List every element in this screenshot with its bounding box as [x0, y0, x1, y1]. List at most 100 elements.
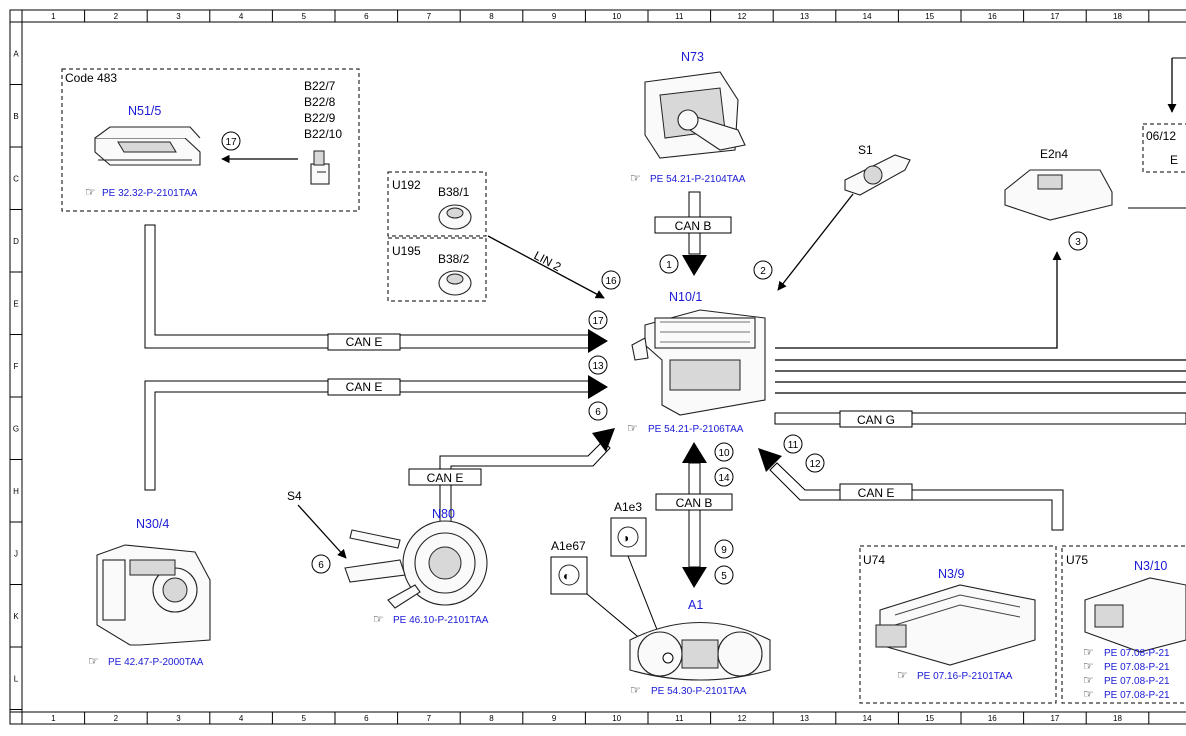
svg-text:13: 13 [592, 361, 604, 372]
grid-column-label: 4 [239, 12, 244, 21]
component-label-b38-2: B38/2 [438, 252, 470, 266]
svg-text:PE 07.16-P-2101TAA: PE 07.16-P-2101TAA [917, 671, 1013, 682]
group-u75: U75 N3/10 ☞ PE 07.08-P-21 ☞ PE 07.08-P-2… [1061, 545, 1186, 704]
component-label-n51-5: N51/5 [128, 104, 161, 118]
component-label-n30-4: N30/4 [136, 517, 169, 531]
ref-n80: ☞ PE 46.10-P-2101TAA [373, 612, 489, 626]
group-u192-u195: U192 B38/1 U195 B38/2 [387, 171, 487, 302]
grid-column-label: 12 [737, 12, 746, 21]
grid-column-label: 5 [301, 714, 306, 723]
grid-column-label: 6 [364, 12, 369, 21]
grid-column-label: 15 [925, 714, 934, 723]
grid-row-label: D [13, 237, 19, 246]
callout-3: 3 [1068, 231, 1088, 251]
grid-row-label: J [14, 549, 18, 558]
svg-text:5: 5 [721, 571, 727, 582]
svg-text:16: 16 [605, 276, 617, 287]
grid-row-label: A [13, 49, 19, 58]
grid-column-label: 8 [489, 12, 494, 21]
grid-column-label: 16 [988, 714, 997, 723]
callout-6-right: 6 [588, 401, 608, 421]
b38-2-sensor [438, 270, 472, 296]
ref-n3-9: ☞ PE 07.16-P-2101TAA [897, 668, 1013, 682]
grid-column-label: 18 [1113, 12, 1122, 21]
grid-row-label: L [14, 674, 19, 683]
ref-n73: ☞ PE 54.21-P-2104TAA [630, 171, 746, 185]
connector-label-b22-8: B22/8 [304, 95, 336, 109]
ref-hand-icon: ☞ [1083, 687, 1094, 701]
n3-10-engine-ecu [1084, 577, 1186, 653]
grid-column-label: 10 [612, 12, 621, 21]
group-label-u195: U195 [392, 244, 421, 258]
callout-10: 10 [714, 442, 734, 462]
group-label-u192: U192 [392, 178, 421, 192]
grid-row-label: B [13, 112, 18, 121]
component-label-n80: N80 [432, 507, 455, 521]
grid-column-label: 3 [176, 12, 181, 21]
ref-hand-icon: ☞ [630, 683, 641, 697]
callout-5: 5 [714, 565, 734, 585]
component-label-a1: A1 [688, 598, 703, 612]
ref-a1: ☞ PE 54.30-P-2101TAA [630, 683, 747, 697]
callout-6-left: 6 [311, 554, 331, 574]
bus-label-can-g: CAN G [857, 413, 895, 427]
right-partial-title: 06/12 [1146, 129, 1176, 143]
callout-17: 17 [588, 310, 608, 330]
grid-column-label: 11 [675, 12, 684, 21]
ref-n10-1: ☞ PE 54.21-P-2106TAA [627, 421, 744, 435]
component-label-e2n4: E2n4 [1040, 147, 1068, 161]
light-icon: ◐ [563, 569, 570, 583]
ref-n51-5: ☞ PE 32.32-P-2101TAA [85, 185, 198, 199]
svg-text:PE 54.21-P-2104TAA: PE 54.21-P-2104TAA [650, 174, 746, 185]
svg-text:PE 54.21-P-2106TAA: PE 54.21-P-2106TAA [648, 424, 744, 435]
bus-label-can-e-2: CAN E [346, 380, 383, 394]
svg-text:9: 9 [721, 545, 727, 556]
ref-hand-icon: ☞ [897, 668, 908, 682]
svg-text:1: 1 [666, 260, 672, 271]
svg-text:6: 6 [318, 560, 324, 571]
svg-text:PE 42.47-P-2000TAA: PE 42.47-P-2000TAA [108, 657, 204, 668]
grid-column-label: 13 [800, 714, 809, 723]
bus-label-can-b-top: CAN B [675, 219, 712, 233]
grid-column-label: 11 [675, 714, 684, 723]
callout-13: 13 [588, 355, 608, 375]
grid-column-label: 7 [427, 714, 432, 723]
bus-label-can-e-4: CAN E [858, 486, 895, 500]
svg-text:10: 10 [718, 448, 730, 459]
svg-text:PE 07.08-P-21: PE 07.08-P-21 [1104, 648, 1170, 659]
ref-hand-icon: ☞ [373, 612, 384, 626]
n51-5-module [94, 126, 201, 166]
grid-column-label: 17 [1050, 12, 1059, 21]
svg-text:PE 07.08-P-21: PE 07.08-P-21 [1104, 676, 1170, 687]
grid-frame: 1122334455667788991010111112121313141415… [9, 9, 1186, 725]
ref-hand-icon: ☞ [85, 185, 96, 199]
bus-label-can-b-bottom: CAN B [676, 496, 713, 510]
grid-column-label: 13 [800, 12, 809, 21]
grid-column-label: 12 [737, 714, 746, 723]
grid-column-label: 8 [489, 714, 494, 723]
grid-column-label: 14 [863, 714, 872, 723]
s1-light-switch [844, 154, 911, 196]
svg-text:PE 46.10-P-2101TAA: PE 46.10-P-2101TAA [393, 615, 489, 626]
ref-hand-icon: ☞ [1083, 645, 1094, 659]
ref-n30-4: ☞ PE 42.47-P-2000TAA [88, 654, 204, 668]
callout-14: 14 [714, 467, 734, 487]
n30-4-abs-unit [96, 544, 211, 646]
grid-column-label: 4 [239, 714, 244, 723]
grid-column-label: 14 [863, 12, 872, 21]
grid-row-label: G [13, 424, 19, 433]
grid-row-label: E [13, 299, 18, 308]
group-u74: U74 N3/9 ☞ PE 07.16-P-2101TAA [859, 545, 1057, 704]
grid-column-label: 16 [988, 12, 997, 21]
grid-column-label: 1 [51, 12, 56, 21]
svg-text:12: 12 [809, 459, 821, 470]
b38-1-sensor [438, 204, 472, 230]
callout-9: 9 [714, 539, 734, 559]
svg-text:2: 2 [760, 266, 766, 277]
callout-17-top: 17 [221, 131, 241, 151]
group-code-483: Code 483 N51/5 B22/7 B22/8 B22/9 B22/10 … [61, 68, 360, 212]
connector-label-b22-9: B22/9 [304, 111, 336, 125]
n3-9-engine-ecu [875, 584, 1036, 666]
connector-label-b22-10: B22/10 [304, 127, 342, 141]
e2n4-module [1004, 169, 1113, 221]
